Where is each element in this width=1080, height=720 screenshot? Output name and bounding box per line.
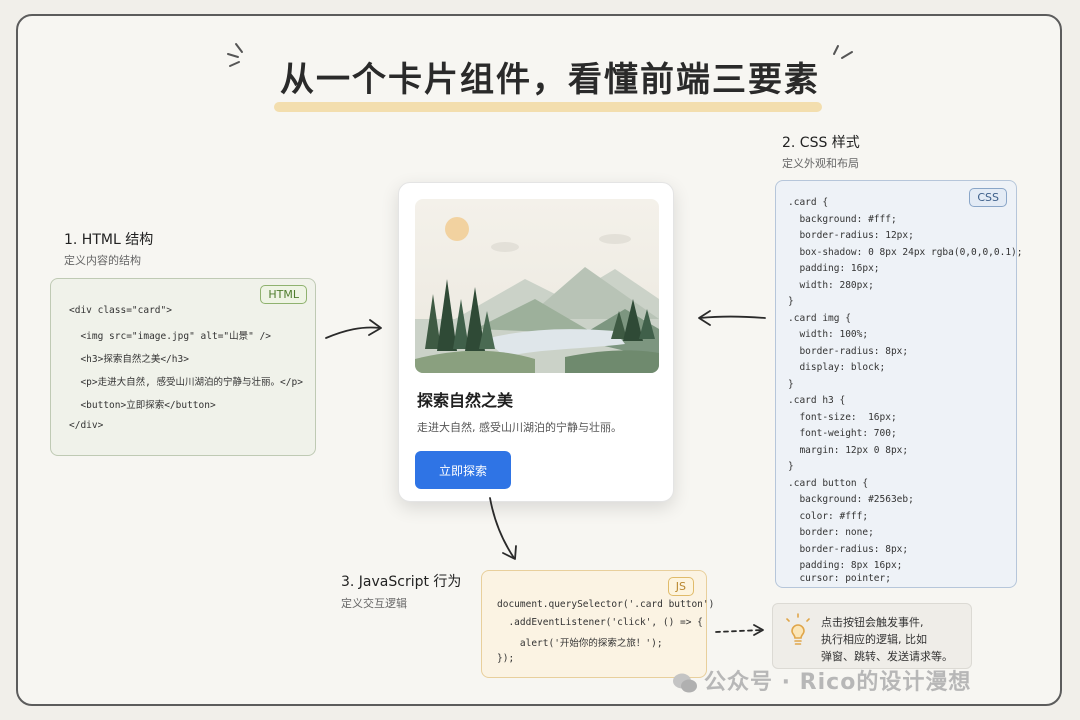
code-line: box-shadow: 0 8px 24px rgba(0,0,0,0.1); xyxy=(788,246,1023,258)
css-badge: CSS xyxy=(969,188,1007,207)
watermark: 公众号 · Rico的设计漫想 xyxy=(672,664,971,696)
code-line: font-size: 16px; xyxy=(788,411,897,423)
code-line: .card button { xyxy=(788,477,869,489)
tip-text: 点击按钮会触发事件, 执行相应的逻辑, 比如 弹窗、跳转、发送请求等。 xyxy=(821,614,971,665)
code-line: <div class="card"> xyxy=(69,305,172,316)
code-line: padding: 16px; xyxy=(788,263,880,274)
code-line: <button>立即探索</button> xyxy=(69,400,216,411)
tip-box: 点击按钮会触发事件, 执行相应的逻辑, 比如 弹窗、跳转、发送请求等。 xyxy=(772,603,972,669)
landscape-image xyxy=(415,199,659,373)
js-section-title: 3. JavaScript 行为 xyxy=(341,574,462,590)
code-line: .addEventListener('click', () => { xyxy=(497,617,703,628)
watermark-text: 公众号 · Rico的设计漫想 xyxy=(704,670,972,695)
arrow-css-to-card-head xyxy=(698,310,711,326)
code-line: cursor: pointer; xyxy=(788,573,891,584)
arrow-js-to-tip-head xyxy=(753,624,764,636)
code-line: display: block; xyxy=(788,362,886,373)
card-heading: 探索自然之美 xyxy=(417,391,514,410)
title-sparks-left xyxy=(227,43,243,67)
code-line: padding: 8px 16px; xyxy=(788,560,903,571)
code-line: color: #fff; xyxy=(788,510,869,522)
html-section-subtitle: 定义内容的结构 xyxy=(64,254,141,267)
tip-line: 执行相应的逻辑, 比如 xyxy=(821,633,927,646)
code-line: } xyxy=(788,378,794,390)
code-line: .card { xyxy=(788,197,829,208)
code-line: width: 100%; xyxy=(788,329,869,340)
html-badge: HTML xyxy=(260,285,307,304)
code-line: <img src="image.jpg" alt="山景" /> xyxy=(69,331,272,342)
js-code-box: JS document.querySelector('.card button'… xyxy=(481,570,714,678)
code-line: border-radius: 8px; xyxy=(788,543,909,555)
page-title: 从一个卡片组件，看懂前端三要素 xyxy=(280,60,820,100)
code-line: alert('开始你的探索之旅！'); xyxy=(497,638,663,649)
code-line: }); xyxy=(497,653,515,664)
css-section-title: 2. CSS 样式 xyxy=(782,135,860,151)
landscape-illustration xyxy=(415,199,659,373)
code-line: border-radius: 8px; xyxy=(788,345,909,357)
code-line: } xyxy=(788,296,794,307)
arrow-html-to-card xyxy=(325,326,381,339)
code-line: .card h3 { xyxy=(788,395,846,406)
code-line: .card img { xyxy=(788,312,851,324)
arrow-js-to-tip xyxy=(715,629,763,633)
code-line: } xyxy=(788,461,794,472)
css-code-box: CSS .card { background: #fff; border-rad… xyxy=(775,180,1023,588)
css-section-subtitle: 定义外观和布局 xyxy=(782,157,859,170)
code-line: document.querySelector('.card button') xyxy=(497,599,715,610)
arrow-html-to-card-head xyxy=(368,319,382,336)
code-line: border-radius: 12px; xyxy=(788,230,914,241)
code-line: background: #2563eb; xyxy=(788,494,914,505)
lightbulb-icon xyxy=(786,613,810,645)
html-section-title: 1. HTML 结构 xyxy=(64,232,154,248)
card-description: 走进大自然, 感受山川湖泊的宁静与壮丽。 xyxy=(417,421,622,434)
code-line: background: #fff; xyxy=(788,213,897,225)
code-line: margin: 12px 0 8px; xyxy=(788,444,909,456)
js-badge: JS xyxy=(667,577,694,596)
arrow-card-to-js xyxy=(489,497,515,559)
arrow-css-to-card xyxy=(699,315,766,319)
tip-line: 弹窗、跳转、发送请求等。 xyxy=(821,650,953,663)
js-section-subtitle: 定义交互逻辑 xyxy=(341,597,407,610)
tip-line: 点击按钮会触发事件, xyxy=(821,616,924,629)
code-line: width: 280px; xyxy=(788,279,874,291)
code-line: <h3>探索自然之美</h3> xyxy=(69,354,189,365)
html-code-box: HTML <div class="card"> <img src="image.… xyxy=(50,278,316,456)
title-sparks-right xyxy=(833,45,853,59)
title-underline xyxy=(274,102,822,112)
code-line: <p>走进大自然, 感受山川湖泊的宁静与壮丽。</p> xyxy=(69,377,303,388)
arrow-card-to-js-head xyxy=(502,545,517,560)
code-line: font-weight: 700; xyxy=(788,428,897,439)
code-line: </div> xyxy=(69,420,104,431)
explore-button[interactable]: 立即探索 xyxy=(415,451,511,489)
card-component: 探索自然之美 走进大自然, 感受山川湖泊的宁静与壮丽。 立即探索 xyxy=(398,182,674,502)
code-line: border: none; xyxy=(788,527,874,538)
wechat-icon xyxy=(673,673,697,693)
